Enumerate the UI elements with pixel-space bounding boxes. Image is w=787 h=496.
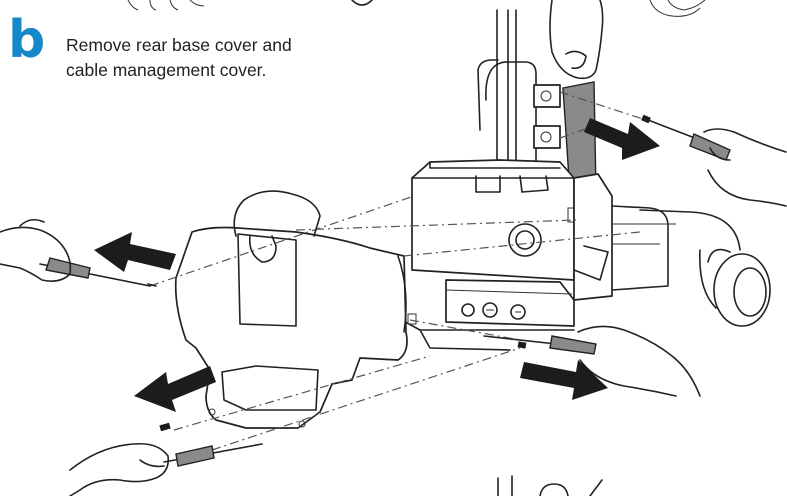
arrow-right-lower <box>520 360 608 400</box>
screwdriver-left <box>39 257 151 287</box>
arrow-right-upper <box>584 118 660 160</box>
rear-wheel <box>699 248 771 327</box>
cart-column <box>477 9 537 179</box>
screws <box>147 114 651 432</box>
rear-base-cover <box>174 226 417 429</box>
power-outlet-1 <box>461 302 526 320</box>
hand-upper-left <box>0 218 72 282</box>
step-letter: b <box>8 10 46 70</box>
hand-on-column <box>549 0 604 80</box>
top-fragment-right <box>649 0 706 17</box>
top-fragment-left <box>127 0 205 11</box>
bottom-fragment <box>497 475 603 496</box>
hand-on-cover <box>233 190 321 263</box>
cart-body <box>411 159 575 281</box>
alignment-lines <box>149 91 647 451</box>
column-connectors <box>533 84 561 149</box>
step-instruction: Remove rear base cover and cable managem… <box>66 35 292 80</box>
screwdriver-bottom <box>163 443 263 467</box>
arrow-down-left <box>134 366 216 412</box>
hand-base-right <box>577 325 701 397</box>
hand-right <box>703 128 787 207</box>
screwdriver-right-top <box>647 119 731 161</box>
arrow-left-upper <box>94 232 176 272</box>
outlet-panel <box>445 279 575 327</box>
screwdriver-base <box>483 335 597 355</box>
cart-side-frame <box>573 173 741 301</box>
hand-bottom <box>69 442 170 496</box>
top-fragment-center <box>351 0 373 6</box>
